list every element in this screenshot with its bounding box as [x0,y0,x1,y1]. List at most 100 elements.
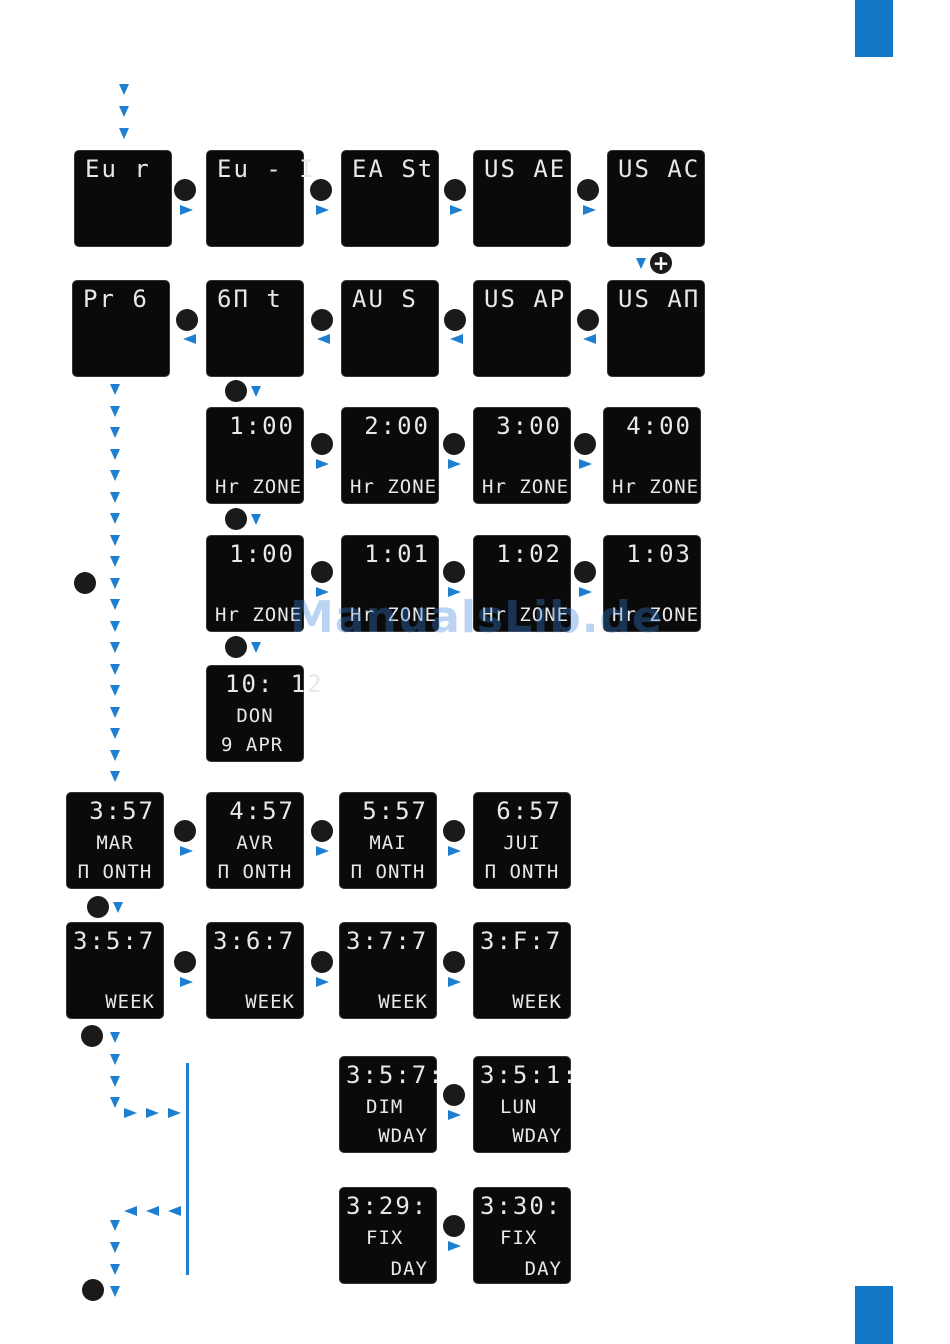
right-arrow [579,459,592,469]
right-arrow [316,459,329,469]
lcd-line-3: Hr ZONE [612,604,700,626]
lcd-line-2: DON [236,705,274,727]
lcd-line-1: 1:02 [496,540,562,568]
down-arrow [110,599,120,610]
down-arrow [113,902,123,913]
button-icon [311,433,333,455]
lcd-line-2: FIX [500,1227,538,1249]
left-arrow [146,1206,159,1216]
right-arrow [316,205,329,215]
down-arrow [251,642,261,653]
button-icon [577,179,599,201]
lcd-line-2: LUN [500,1096,538,1118]
lcd-display: AU S [342,281,438,376]
lcd-line-1: 1:00 [229,540,295,568]
lcd-line-1: 5:57 [362,797,428,825]
left-arrow [450,334,463,344]
right-arrow [450,205,463,215]
lcd-line-1: 4:00 [626,412,692,440]
down-arrow [110,1054,120,1065]
button-icon [311,561,333,583]
right-arrow [579,587,592,597]
down-arrow [110,771,120,782]
plus-button-icon: + [650,252,672,274]
down-arrow [110,1286,120,1297]
button-icon [176,309,198,331]
down-arrow [110,1076,120,1087]
lcd-display: Eu r [75,151,171,246]
right-arrow [316,846,329,856]
lcd-line-1: Eu r [85,155,151,183]
down-arrow [110,492,120,503]
lcd-display: 3:30: FIX DAY [474,1188,570,1283]
lcd-display: US AΠ [608,281,704,376]
lcd-line-2: MAR [96,832,134,854]
down-arrow [110,513,120,524]
button-icon [443,561,465,583]
lcd-line-1: 1:01 [364,540,430,568]
lcd-line-1: Eu - I [217,155,316,183]
right-arrow [316,587,329,597]
lcd-line-3: WEEK [105,991,155,1013]
lcd-display: 3:29: FIX DAY [340,1188,436,1283]
down-arrow [110,384,120,395]
lcd-line-3: 9 APR [221,734,284,756]
button-icon [174,820,196,842]
lcd-line-2: FIX [366,1227,404,1249]
right-arrow [316,977,329,987]
right-arrow [180,846,193,856]
lcd-display: Eu - I [207,151,316,246]
lcd-line-1: 1:03 [626,540,692,568]
lcd-line-1: US AC [618,155,701,183]
right-arrow [583,205,596,215]
lcd-display: US AP [474,281,570,376]
lcd-line-1: 6:57 [496,797,562,825]
lcd-display: US AC [608,151,704,246]
page-tab-bottom [855,1286,893,1344]
lcd-line-3: WEEK [245,991,295,1013]
right-arrow [180,205,193,215]
lcd-display: US AE [474,151,570,246]
lcd-display: 1:03 Hr ZONE [604,536,700,631]
down-arrow [110,1097,120,1108]
down-arrow [110,1220,120,1231]
lcd-display: 1:01 Hr ZONE [342,536,438,631]
lcd-line-3: Hr ZONE [350,604,438,626]
down-arrow [110,449,120,460]
lcd-line-2: JUI [503,832,541,854]
lcd-line-3: Hr ZONE [215,604,303,626]
lcd-line-2: DIM [366,1096,404,1118]
button-icon [225,508,247,530]
lcd-line-3: WEEK [512,991,562,1013]
lcd-line-1: US AΠ [618,285,701,313]
lcd-line-1: 3:5:7: [346,1061,445,1089]
lcd-line-3: WDAY [512,1125,562,1147]
lcd-line-3: DAY [524,1258,562,1280]
lcd-line-3: Π ONTH [77,861,153,883]
right-arrow [146,1108,159,1118]
lcd-line-2: AVR [236,832,274,854]
lcd-line-1: 3:5:1: [480,1061,579,1089]
button-icon [82,1279,104,1301]
lcd-line-1: 3:30: [480,1192,563,1220]
left-arrow [183,334,196,344]
lcd-display: 3:57 MAR Π ONTH [67,793,163,888]
down-arrow [110,707,120,718]
lcd-line-1: 10: 12 [225,670,324,698]
lcd-line-1: US AE [484,155,567,183]
button-icon [443,433,465,455]
lcd-display: 10: 12 DON 9 APR [207,666,324,761]
button-icon [174,179,196,201]
down-arrow [110,1032,120,1043]
lcd-line-1: 4:57 [229,797,295,825]
left-arrow [168,1206,181,1216]
watermark: ManualsLib.de [290,592,663,643]
down-arrow [110,621,120,632]
button-icon [225,636,247,658]
left-arrow [317,334,330,344]
button-icon [81,1025,103,1047]
entry-arrow [119,106,129,117]
lcd-line-1: 3:29: [346,1192,429,1220]
down-arrow [636,258,646,269]
